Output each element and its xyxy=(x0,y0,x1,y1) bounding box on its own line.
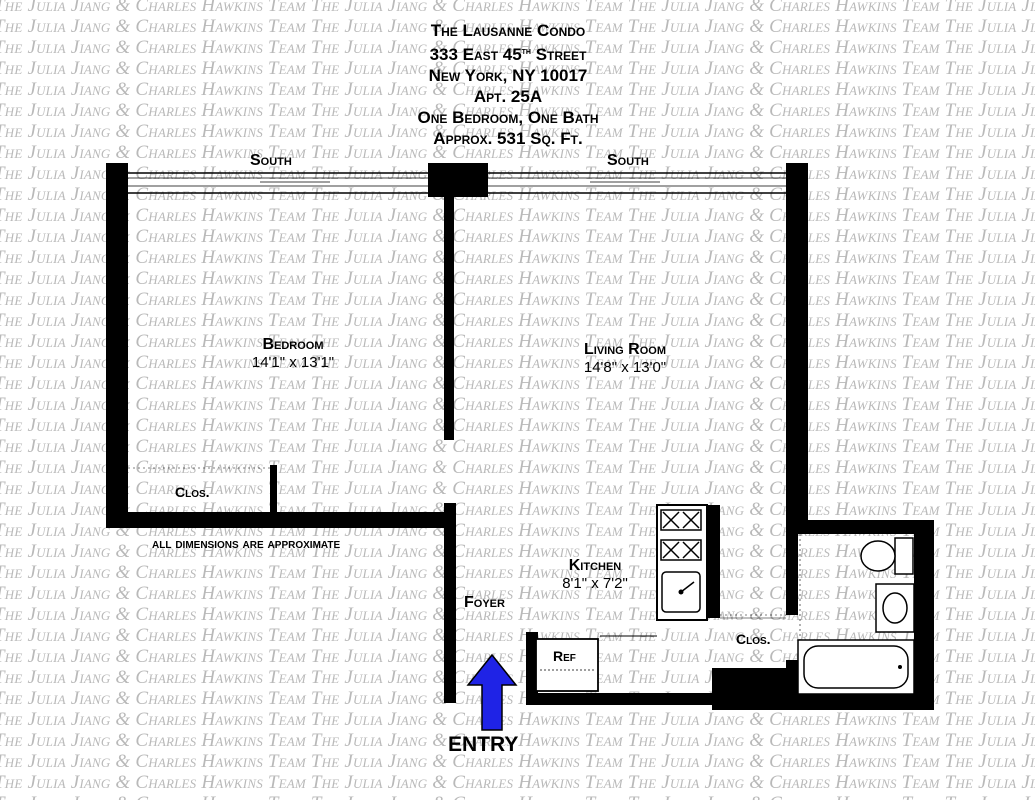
kitchen-appliances xyxy=(535,504,708,692)
exposure-left: South xyxy=(250,152,292,169)
south-window-wall xyxy=(106,163,808,197)
kitchen-dimensions: 8'1" x 7'2" xyxy=(562,575,628,592)
bedroom-living-partition xyxy=(444,195,456,703)
entry-label: ENTRY xyxy=(448,733,519,756)
bedroom-closet-label: Clos. xyxy=(175,484,210,500)
unit-layout: One Bedroom, One Bath xyxy=(417,108,599,127)
unit-area: Approx. 531 Sq. Ft. xyxy=(433,129,583,148)
exposure-right: South xyxy=(607,152,649,169)
refrigerator-label: Ref xyxy=(553,648,576,664)
hall-closet-label: Clos. xyxy=(736,631,771,647)
bedroom-label: Bedroom 14'1" x 13'1" xyxy=(228,336,358,371)
bath-walls xyxy=(712,195,934,710)
bedroom-dimensions: 14'1" x 13'1" xyxy=(251,354,335,371)
listing-header: The Lausanne Condo 333 East 45th Street … xyxy=(368,20,648,149)
apartment-number: Apt. 25A xyxy=(473,87,543,106)
closet-details xyxy=(128,467,786,619)
building-name: The Lausanne Condo xyxy=(430,21,586,40)
street-address: 333 East 45th Street xyxy=(429,45,587,64)
bedroom-walls xyxy=(106,195,456,528)
living-room-label: Living Room 14'8" x 13'0" xyxy=(560,341,690,376)
kitchen-walls xyxy=(526,505,720,705)
bath-fixtures xyxy=(797,534,915,695)
city-line: New York, NY 10017 xyxy=(428,66,588,85)
kitchen-label: Kitchen 8'1" x 7'2" xyxy=(540,557,650,592)
dimensions-note: all dimensions are approximate xyxy=(152,535,341,551)
foyer-label: Foyer xyxy=(464,594,505,611)
entry-arrow-icon xyxy=(466,653,518,731)
living-room-dimensions: 14'8" x 13'0" xyxy=(583,359,667,376)
